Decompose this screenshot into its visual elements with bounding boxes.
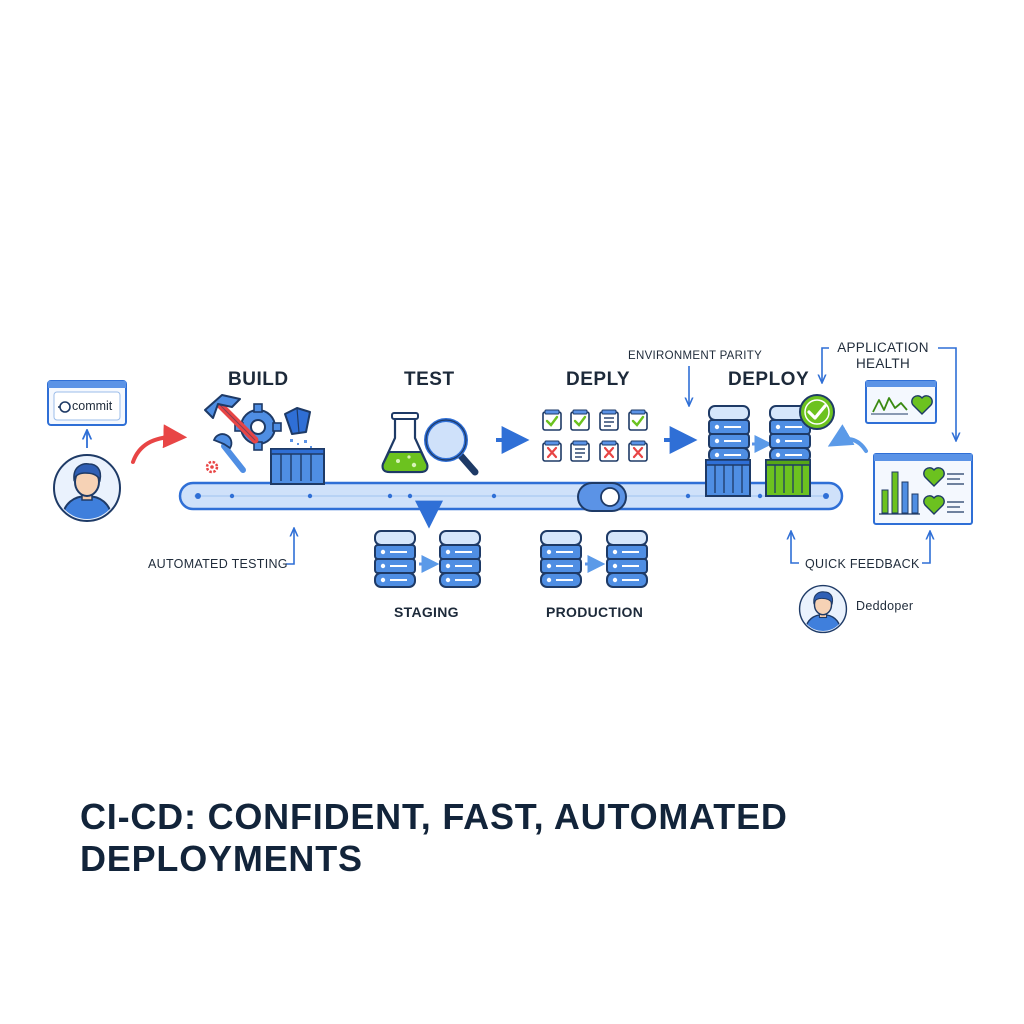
chart-icon [872, 397, 908, 413]
automated-testing-label: AUTOMATED TESTING [148, 557, 288, 571]
server-stack-icon [374, 530, 416, 588]
health-monitor [865, 380, 937, 424]
small-gear-icon [205, 460, 219, 474]
build-tools [204, 394, 325, 485]
toggle-switch [577, 482, 627, 512]
magnifier-icon [424, 418, 479, 476]
staging-servers [374, 530, 481, 588]
deploy-container-blue [705, 459, 751, 497]
developer-label: Deddoper [856, 599, 914, 613]
heart-icon [911, 395, 933, 415]
commit-label: commit [72, 399, 113, 413]
flask-icon [381, 412, 429, 474]
feedback-bracket-left [791, 532, 799, 564]
automated-testing-arrow [286, 529, 294, 565]
developer-avatar [800, 586, 847, 634]
headline: CI-CD: CONFIDENT, FAST, AUTOMATED DEPLOY… [80, 796, 788, 879]
quick-feedback-label: QUICK FEEDBACK [805, 557, 920, 571]
commit-icon [58, 401, 71, 413]
server-stack-icon [540, 530, 582, 588]
feedback-curved-arrow [827, 424, 868, 453]
red-curved-arrow [131, 424, 188, 464]
health-bracket-left [822, 347, 829, 382]
chart-icon [879, 471, 920, 515]
build-container [270, 448, 325, 485]
deploy-label: DEPLOY [728, 369, 810, 390]
dashboard-icon [873, 453, 973, 525]
health-bracket-right [938, 347, 956, 440]
package-icon [284, 407, 312, 448]
checklist-icon [542, 409, 648, 462]
server-stack-icon [708, 405, 750, 463]
build-label: BUILD [228, 369, 289, 390]
heart-icon [923, 467, 945, 487]
server-stack-icon [606, 530, 648, 588]
commit-box [47, 380, 127, 426]
test-label: TEST [404, 369, 455, 390]
production-label: PRODUCTION [546, 604, 644, 620]
application-health-label: APPLICATION HEALTH [837, 340, 929, 371]
deply-label: DEPLY [566, 369, 631, 390]
user-icon [54, 455, 120, 522]
wrench-icon [212, 433, 246, 473]
hammer-icon [204, 394, 259, 444]
staging-label: STAGING [394, 604, 459, 620]
check-badge-icon [799, 394, 835, 430]
server-stack-icon [439, 530, 481, 588]
heart-icon [923, 495, 945, 515]
feedback-bracket-right [922, 532, 930, 564]
production-servers [540, 530, 648, 588]
pipeline-belt [178, 481, 844, 512]
deploy-container-green [765, 459, 811, 497]
environment-parity-label: ENVIRONMENT PARITY [628, 350, 763, 362]
